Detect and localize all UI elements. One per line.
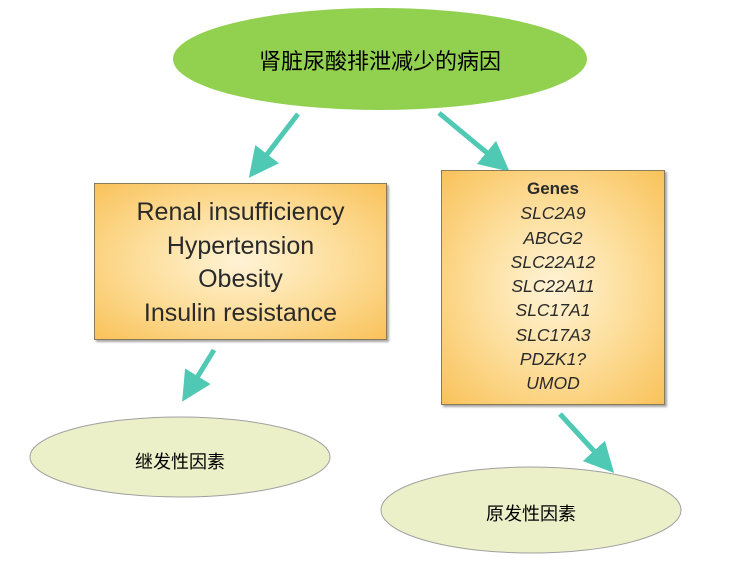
gene-item: SLC17A3 [515, 324, 591, 345]
secondary-ellipse [29, 416, 331, 498]
gene-item: SLC17A1 [515, 300, 591, 321]
factor-item: Obesity [198, 265, 283, 293]
factor-item: Insulin resistance [143, 298, 338, 327]
gene-item: ABCG2 [523, 227, 583, 248]
top-ellipse [173, 8, 587, 110]
top-node-label: 肾脏尿酸排泄减少的病因 [258, 50, 501, 75]
genes-box: Genes SLC2A9 ABCG2 SLC22A12 SLC22A11 SLC… [441, 170, 665, 405]
gene-item: SLC22A11 [511, 276, 595, 297]
gene-item: PDZK1? [519, 349, 587, 370]
gene-item: UMOD [526, 373, 580, 394]
arrow-left-to-secondary [182, 348, 217, 402]
primary-ellipse [380, 466, 682, 554]
secondary-node-label: 继发性因素 [135, 452, 225, 473]
arrow-right-to-primary [558, 412, 615, 474]
arrow-top-to-right [437, 111, 510, 172]
genes-title: Genes [527, 179, 579, 198]
secondary-factors-box: Renal insufficiency Hypertension Obesity… [94, 183, 387, 340]
primary-node-label: 原发性因素 [486, 504, 576, 525]
factor-item: Hypertension [166, 231, 315, 260]
gene-item: SLC22A12 [510, 251, 596, 272]
gene-item: SLC2A9 [520, 203, 586, 224]
factor-item: Renal insufficiency [136, 198, 345, 226]
arrow-top-to-left [248, 112, 300, 178]
